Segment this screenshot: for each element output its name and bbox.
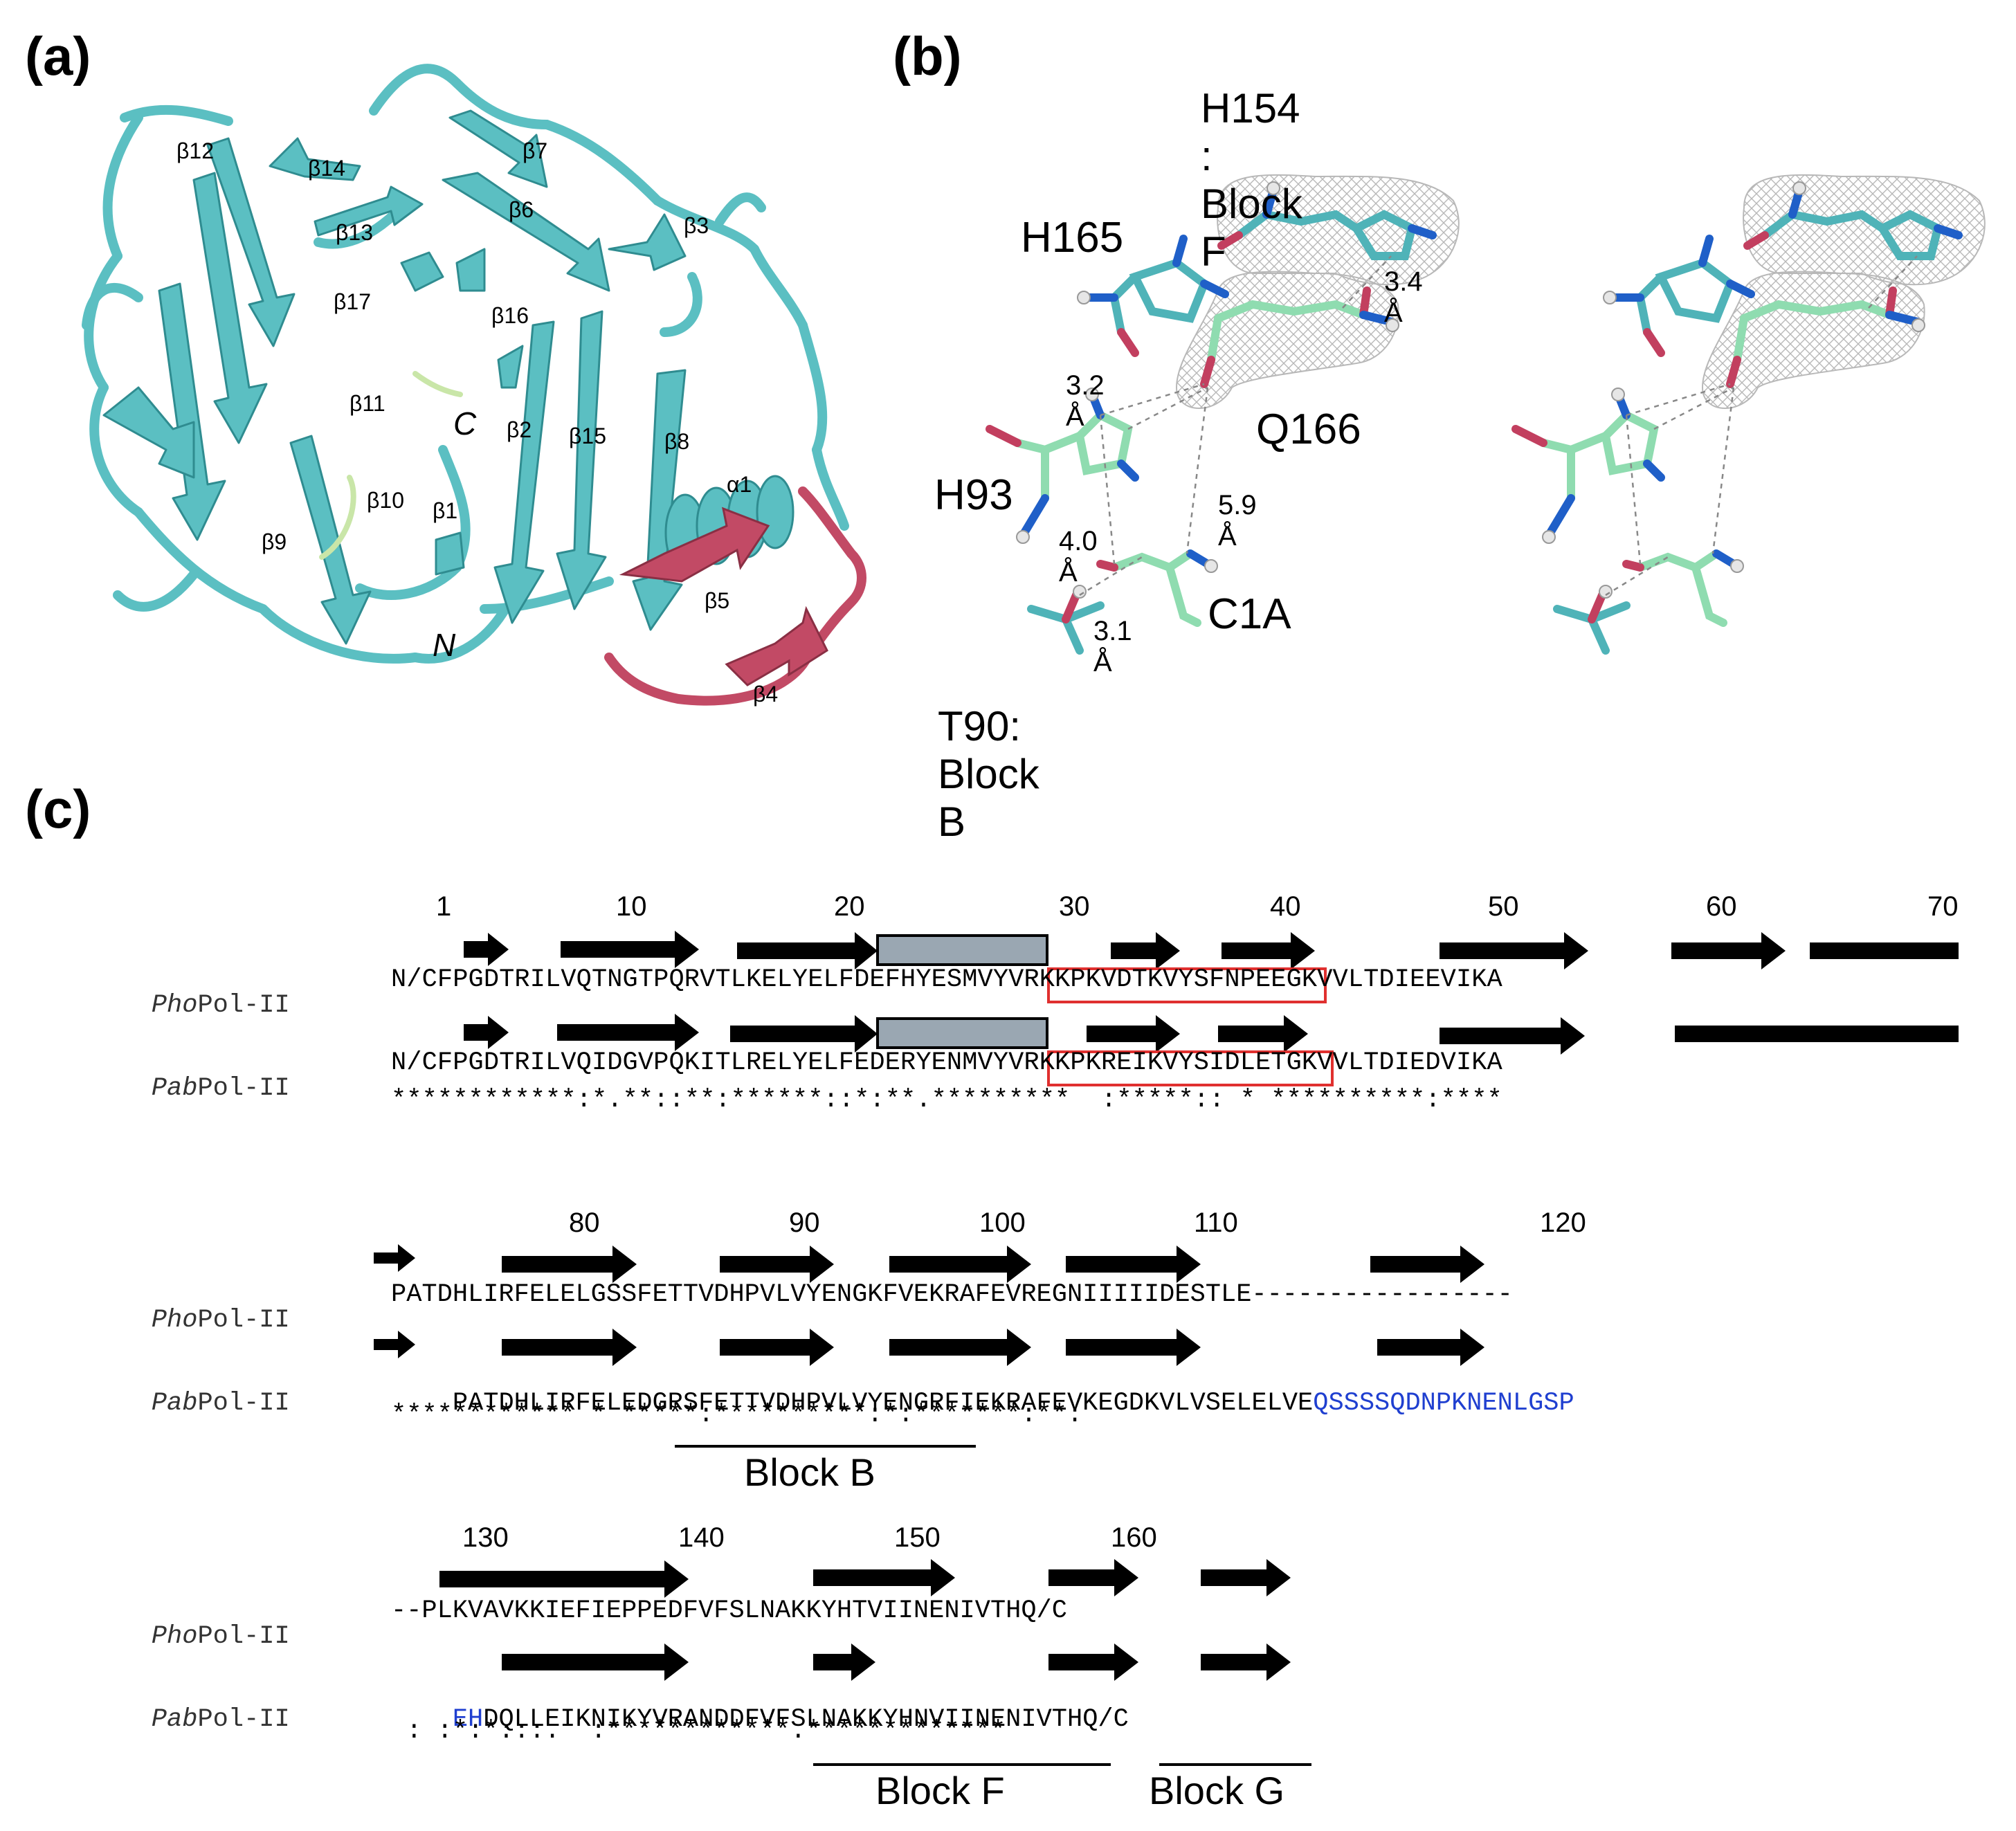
strand-label: β3 — [684, 213, 709, 238]
species-suffix: Pol-II — [197, 1074, 290, 1103]
species-name-pab: Pab — [151, 1705, 198, 1734]
strand-label: β12 — [176, 138, 214, 163]
sequence-pho-row3: --PLKVAVKKIEFIEPPEDFVFSLNAKKYHTVIINENIVT… — [391, 1596, 1067, 1625]
position-number: 40 — [1270, 891, 1301, 922]
strand-label: α1 — [727, 472, 752, 497]
species-suffix: Pol-II — [197, 1306, 290, 1335]
strand-label: β9 — [262, 529, 287, 554]
h154-title: H154 : Block F — [1201, 85, 1302, 275]
position-number: 50 — [1488, 891, 1519, 922]
distance-label: 3.4 Å — [1384, 266, 1423, 328]
q166-label: Q166 — [1256, 406, 1361, 453]
c1a-label: C1A — [1208, 590, 1291, 638]
loop-tubes — [82, 64, 849, 664]
beta-strands — [102, 109, 687, 645]
block-g-label: Block G — [1149, 1769, 1285, 1812]
sequence-pab-row1: N/CFPGDTRILVQIDGVPQKITLRELYELFEDERYENMVY… — [391, 1048, 1502, 1077]
c-terminus-label: C — [453, 406, 477, 441]
position-number: 80 — [569, 1208, 600, 1238]
conservation-row1: ************:*.**::**:******::*:**.*****… — [391, 1086, 1502, 1115]
strand-label: β17 — [334, 289, 371, 314]
panel-label-c: (c) — [25, 778, 91, 839]
block-f-label: Block F — [875, 1769, 1005, 1812]
distance-label: 4.0 Å — [1059, 526, 1098, 587]
sequence-pho-row2: PATDHLIRFELELGSSFETTVDHPVLVYENGKFVEKRAFE… — [391, 1280, 1513, 1309]
strand-label: β13 — [336, 220, 373, 245]
conservation-row2: ************ * *****:**********:*:******… — [391, 1401, 1083, 1430]
conservation-row3: : :*:*:::. :************.************* — [391, 1717, 1006, 1746]
position-number: 70 — [1927, 891, 1959, 922]
sequence-pab-insert: QSSSSQDNPKNENLGSP — [1313, 1389, 1574, 1418]
species-suffix: Pol-II — [197, 991, 290, 1020]
protein-cartoon-figure — [82, 64, 866, 706]
strand-label: β14 — [308, 156, 345, 181]
position-number: 140 — [678, 1522, 725, 1553]
strand-label: β5 — [705, 588, 730, 613]
distance-label: 3.1 Å — [1093, 616, 1132, 677]
strand-label: β16 — [491, 303, 529, 328]
position-number: 90 — [789, 1208, 820, 1238]
species-name-pab: Pab — [151, 1389, 198, 1418]
h165-label: H165 — [1021, 214, 1124, 262]
position-number: 10 — [616, 891, 647, 922]
strand-label: β11 — [349, 391, 385, 416]
panel-label-a: (a) — [25, 26, 91, 86]
species-suffix: Pol-II — [197, 1705, 290, 1734]
position-number: 120 — [1540, 1208, 1586, 1238]
position-number: 110 — [1194, 1208, 1238, 1238]
sequence-pab-row3: DQLLEIKNIKYVRANDDFVFSLNAKKYHNVIINENIVTHQ… — [483, 1705, 1129, 1734]
strand-label: β4 — [753, 682, 779, 707]
position-number: 150 — [894, 1522, 941, 1553]
position-number: 20 — [834, 891, 865, 922]
strand-label: β2 — [507, 417, 532, 442]
species-name-pab: Pab — [151, 1074, 198, 1103]
distance-label: 5.9 Å — [1218, 490, 1257, 552]
strand-label: β10 — [367, 488, 404, 513]
species-name-pho: Pho — [151, 1622, 198, 1651]
position-number: 60 — [1706, 891, 1737, 922]
sequence-pho-row1: N/CFPGDTRILVQTNGTPQRVTLKELYELFDEFHYESMVY… — [391, 965, 1502, 994]
strand-label: β8 — [664, 429, 690, 454]
position-number: 160 — [1111, 1522, 1157, 1553]
strand-label: β15 — [569, 423, 606, 448]
position-number: 1 — [436, 891, 452, 922]
strand-label: β6 — [509, 197, 534, 222]
species-suffix: Pol-II — [197, 1389, 290, 1418]
position-number: 130 — [462, 1522, 509, 1553]
species-name-pho: Pho — [151, 991, 198, 1020]
position-number: 30 — [1059, 891, 1090, 922]
t90-label: T90: Block B — [938, 703, 1039, 845]
panel-label-b: (b) — [893, 26, 962, 86]
block-b-label: Block B — [744, 1450, 875, 1494]
species-name-pho: Pho — [151, 1306, 198, 1335]
strand-label: β7 — [523, 138, 548, 163]
h93-label: H93 — [934, 471, 1013, 519]
sequence-pab-row2: PATDHLIRFELEDGRSFETTVDHPVLVYENGRFIEKRAFE… — [452, 1389, 1314, 1418]
strand-label: β1 — [433, 498, 458, 523]
species-suffix: Pol-II — [197, 1622, 290, 1651]
distance-label: 3.2 Å — [1066, 370, 1105, 432]
n-terminus-label: N — [433, 627, 456, 663]
pale-tail-c — [412, 371, 463, 397]
insert-loop-b4-b5 — [604, 486, 866, 706]
pale-tail — [319, 475, 356, 560]
position-number: 100 — [979, 1208, 1026, 1238]
sequence-pab-insert: EH — [452, 1705, 484, 1734]
